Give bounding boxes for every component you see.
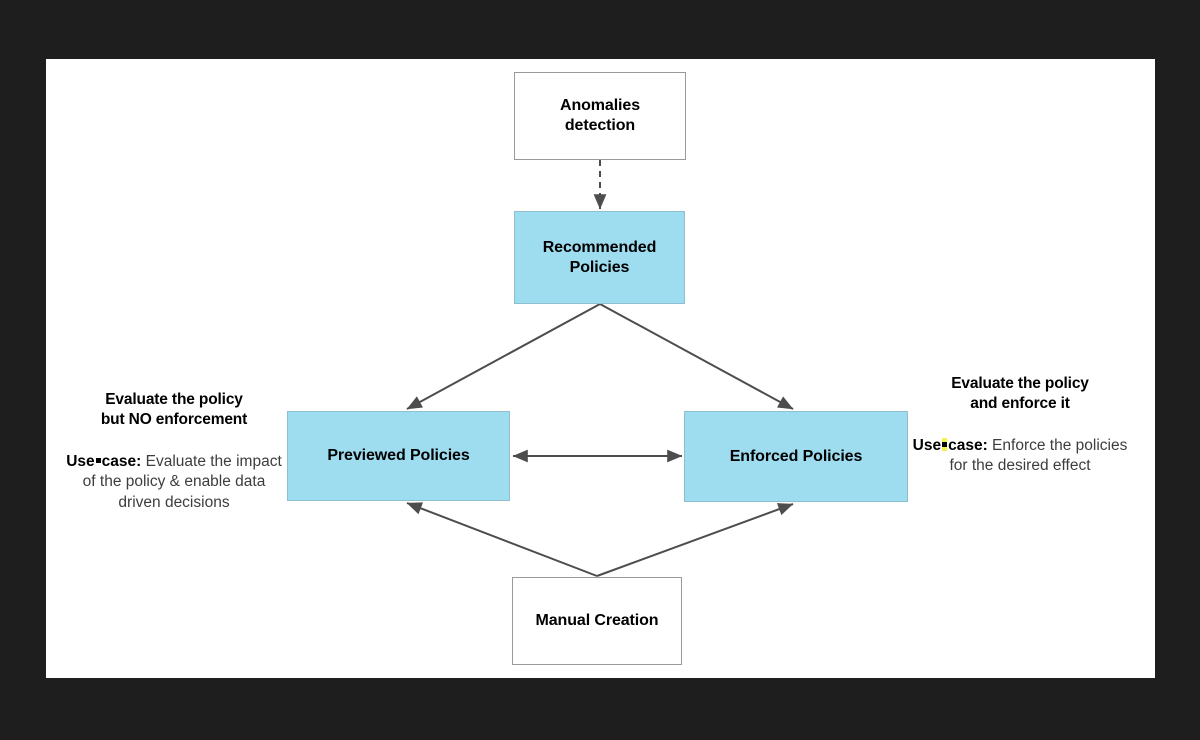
- annotation-right-body-text: Enforce the policies for the desired eff…: [949, 436, 1128, 475]
- annotation-left-heading: Evaluate the policy but NO enforcement: [66, 390, 282, 431]
- separator-dot-highlighted-icon: [942, 441, 948, 447]
- annotation-right-lead-tail: case:: [948, 436, 988, 454]
- annotation-right-heading-line2: and enforce it: [970, 395, 1070, 413]
- annotation-left-body-text: Evaluate the impact of the policy & enab…: [82, 452, 282, 511]
- node-previewed-policies-label: Previewed Policies: [327, 447, 470, 464]
- annotation-previewed-policies: Evaluate the policy but NO enforcement U…: [66, 390, 282, 513]
- node-manual-creation[interactable]: Manual Creation: [512, 577, 682, 665]
- node-enforced-policies-label: Enforced Policies: [729, 447, 863, 465]
- annotation-right-heading-line1: Evaluate the policy: [951, 375, 1089, 392]
- node-anomalies-detection-line1: Anomalies: [559, 97, 640, 114]
- connector-manual-to-previewed: [406, 502, 598, 577]
- connector-recommended-to-enforced: [599, 303, 794, 410]
- annotation-left-lead: Use: [66, 452, 95, 470]
- node-recommended-policies-line1: Recommended: [542, 238, 657, 256]
- annotation-right-body: Use case: Enforce the policies for the de…: [912, 436, 1128, 477]
- annotation-left-heading-line1: Evaluate the policy: [105, 391, 243, 408]
- node-recommended-policies-line2: Policies: [569, 258, 630, 276]
- node-anomalies-detection-line2: detection: [564, 117, 636, 134]
- annotation-left-lead-tail: case:: [101, 452, 142, 470]
- annotation-right-heading: Evaluate the policy and enforce it: [912, 374, 1128, 415]
- node-previewed-policies[interactable]: Previewed Policies: [287, 411, 510, 501]
- annotation-left-body: Use case: Evaluate the impact of the poli…: [66, 452, 282, 513]
- annotation-right-lead: Use: [912, 436, 942, 454]
- separator-dot-icon: [95, 457, 101, 463]
- annotation-left-heading-line2: but NO enforcement: [100, 411, 248, 429]
- connector-manual-to-enforced: [596, 503, 794, 577]
- node-anomalies-detection[interactable]: Anomalies detection: [514, 72, 686, 160]
- node-manual-creation-label: Manual Creation: [535, 612, 659, 629]
- node-enforced-policies[interactable]: Enforced Policies: [684, 411, 908, 502]
- node-recommended-policies[interactable]: Recommended Policies: [514, 211, 685, 304]
- connector-recommended-to-previewed: [406, 303, 601, 410]
